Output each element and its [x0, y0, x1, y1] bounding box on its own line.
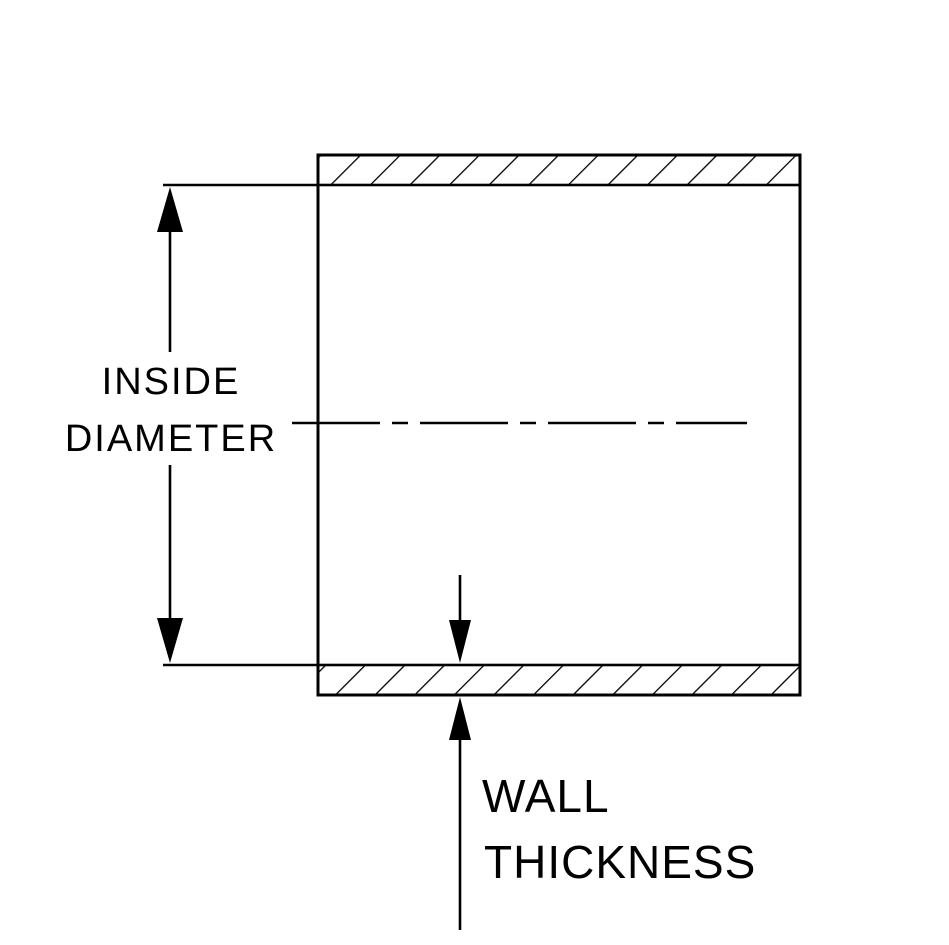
inside-diameter-arrow-down	[157, 618, 183, 663]
top-wall-hatch	[316, 153, 802, 187]
wall-thickness-label-line1: WALL	[482, 770, 610, 822]
bottom-wall-hatch	[316, 663, 802, 697]
inside-diameter-label-line2: DIAMETER	[65, 418, 277, 460]
wall-thickness-label-line2: THICKNESS	[484, 836, 756, 888]
inside-diameter-label-line1: INSIDE	[102, 361, 241, 403]
wall-thickness-arrow-down	[449, 620, 471, 663]
inside-diameter-arrow-up	[157, 187, 183, 232]
wall-thickness-arrow-up	[449, 697, 471, 740]
tube-outline	[316, 153, 802, 697]
